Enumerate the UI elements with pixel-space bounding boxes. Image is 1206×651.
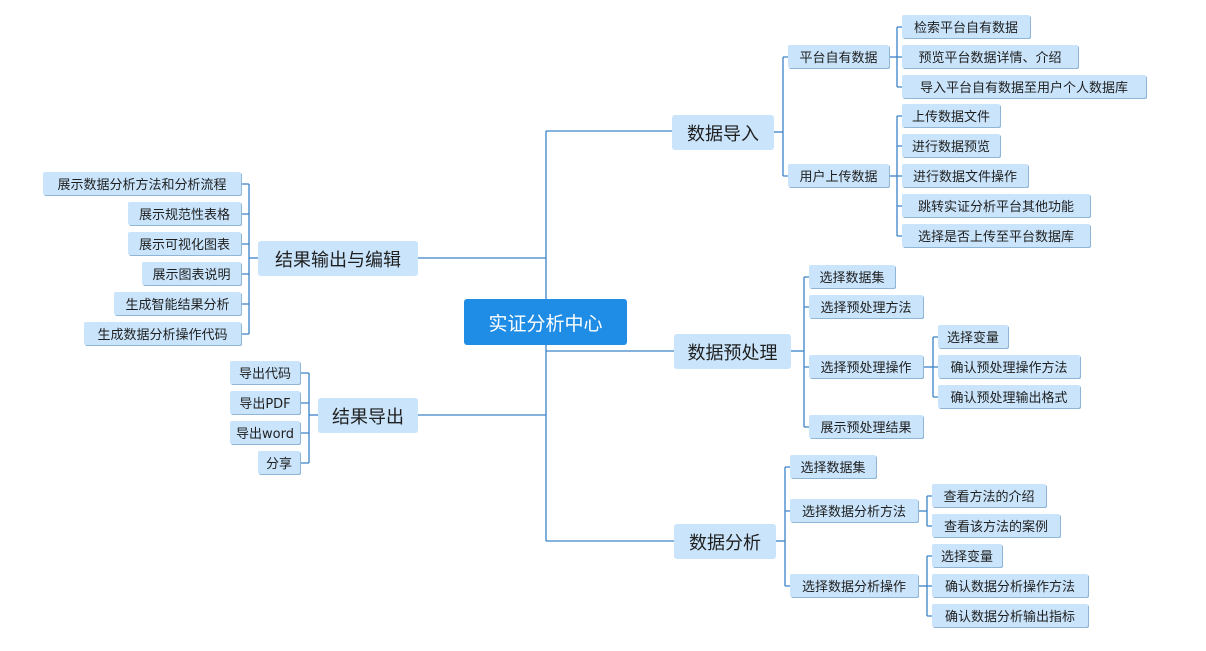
- node-pre-select-method[interactable]: 选择预处理方法: [809, 295, 923, 318]
- leaf-upload-file[interactable]: 上传数据文件: [902, 104, 1000, 127]
- leaf-pre-confirm-method[interactable]: 确认预处理操作方法: [938, 355, 1080, 378]
- node-user-upload-data[interactable]: 用户上传数据: [788, 164, 889, 187]
- node-ana-select-dataset[interactable]: 选择数据集: [790, 455, 876, 478]
- node-pre-select-operation[interactable]: 选择预处理操作: [809, 355, 923, 378]
- leaf-pre-select-variable[interactable]: 选择变量: [938, 325, 1008, 348]
- leaf-smart-result-analysis[interactable]: 生成智能结果分析: [114, 292, 241, 315]
- pre-bracket: [803, 276, 809, 428]
- branch-data-import[interactable]: 数据导入: [672, 115, 774, 150]
- upload-bracket: [896, 115, 902, 237]
- leaf-ana-confirm-method[interactable]: 确认数据分析操作方法: [932, 574, 1088, 597]
- root-node[interactable]: 实证分析中心: [464, 299, 627, 345]
- leaf-show-chart[interactable]: 展示可视化图表: [128, 232, 241, 255]
- leaf-show-chart-desc[interactable]: 展示图表说明: [142, 262, 241, 285]
- leaf-export-code[interactable]: 导出代码: [230, 361, 300, 384]
- leaf-ana-select-variable[interactable]: 选择变量: [932, 544, 1002, 567]
- node-pre-select-dataset[interactable]: 选择数据集: [809, 265, 895, 288]
- import-children: [783, 56, 788, 177]
- leaf-export-pdf[interactable]: 导出PDF: [230, 391, 300, 414]
- leaf-share[interactable]: 分享: [258, 451, 300, 474]
- leaf-export-word[interactable]: 导出word: [230, 421, 300, 444]
- branch-data-analysis[interactable]: 数据分析: [674, 524, 776, 559]
- leaf-view-method-case[interactable]: 查看该方法的案例: [932, 514, 1060, 537]
- branch-result-export[interactable]: 结果导出: [318, 398, 418, 433]
- leaf-jump-other-functions[interactable]: 跳转实证分析平台其他功能: [902, 194, 1090, 217]
- leaf-pre-confirm-format[interactable]: 确认预处理输出格式: [938, 385, 1080, 408]
- export-bracket: [300, 372, 310, 464]
- node-pre-show-result[interactable]: 展示预处理结果: [809, 415, 923, 438]
- pre-op-bracket: [932, 336, 938, 398]
- ana-bracket: [784, 466, 790, 587]
- leaf-preview-platform-data[interactable]: 预览平台数据详情、介绍: [902, 45, 1078, 68]
- ana-op-bracket: [926, 555, 932, 617]
- node-platform-data[interactable]: 平台自有数据: [788, 45, 889, 68]
- leaf-show-norm-table[interactable]: 展示规范性表格: [128, 202, 241, 225]
- branch-data-preprocess[interactable]: 数据预处理: [674, 334, 791, 369]
- ana-method-bracket: [926, 495, 932, 527]
- leaf-search-platform-data[interactable]: 检索平台自有数据: [902, 15, 1030, 38]
- branch-result-output[interactable]: 结果输出与编辑: [258, 241, 418, 276]
- leaf-view-method-intro[interactable]: 查看方法的介绍: [932, 484, 1046, 507]
- leaf-import-platform-data[interactable]: 导入平台自有数据至用户个人数据库: [902, 75, 1146, 98]
- platform-bracket: [896, 26, 902, 88]
- leaf-gen-code[interactable]: 生成数据分析操作代码: [84, 322, 241, 345]
- leaf-show-method-flow[interactable]: 展示数据分析方法和分析流程: [43, 172, 241, 195]
- node-ana-select-operation[interactable]: 选择数据分析操作: [790, 574, 918, 597]
- node-ana-select-method[interactable]: 选择数据分析方法: [790, 499, 918, 522]
- output-bracket: [241, 183, 250, 335]
- leaf-ana-confirm-indicators[interactable]: 确认数据分析输出指标: [932, 604, 1088, 627]
- leaf-file-operation[interactable]: 进行数据文件操作: [902, 164, 1028, 187]
- leaf-upload-to-platform[interactable]: 选择是否上传至平台数据库: [902, 224, 1090, 247]
- leaf-data-preview[interactable]: 进行数据预览: [902, 134, 1000, 157]
